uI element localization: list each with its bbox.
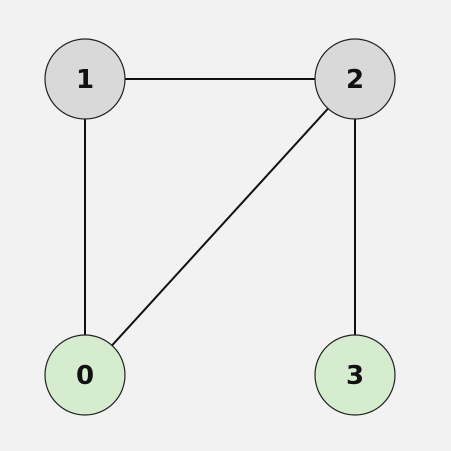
node-circle-2 — [314, 38, 396, 120]
node-1: 1 — [44, 38, 126, 120]
node-label-3: 3 — [346, 361, 364, 391]
edge-2-0 — [84, 78, 356, 376]
node-circle-3 — [314, 334, 396, 416]
node-label-2: 2 — [346, 65, 364, 95]
node-circle-0 — [44, 334, 126, 416]
edges-layer — [84, 78, 356, 376]
nodes-layer: 0 1 2 3 — [44, 38, 396, 416]
node-2: 2 — [314, 38, 396, 120]
node-0: 0 — [44, 334, 126, 416]
node-label-1: 1 — [76, 65, 94, 95]
node-circle-1 — [44, 38, 126, 120]
node-label-0: 0 — [76, 361, 94, 391]
node-3: 3 — [314, 334, 396, 416]
